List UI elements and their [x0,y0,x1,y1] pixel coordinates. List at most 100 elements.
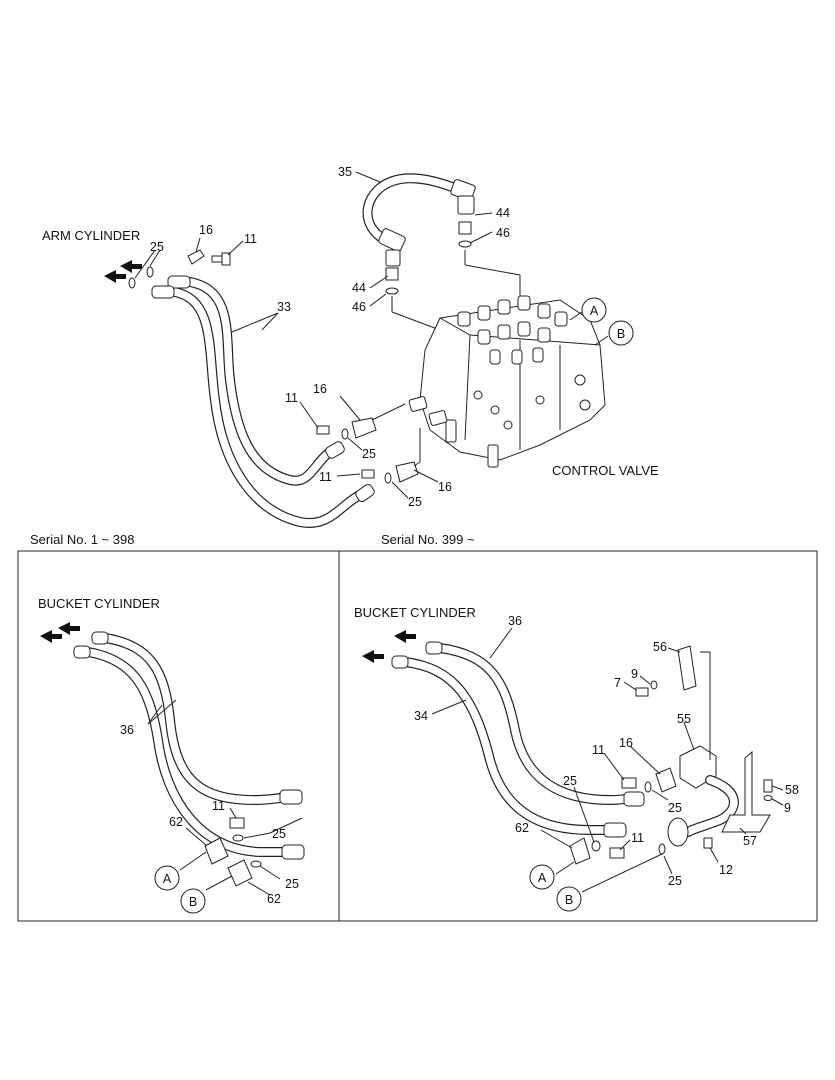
callout-25-right-c: 25 [668,874,682,888]
port-b-left [180,888,206,914]
callout-11-left: 11 [212,799,225,813]
callout-7: 7 [614,676,621,690]
callout-44-right: 44 [496,206,510,220]
callout-55: 55 [677,712,691,726]
serial-left-title: Serial No. 1 ~ 398 [30,532,134,547]
bolt-11-right-a [621,777,637,789]
callout-58: 58 [785,783,799,797]
port-b-right [556,886,582,912]
hose-36-left-pair [73,631,305,860]
bolt-11-b [316,425,330,435]
flange-62-left-a [204,837,229,865]
callout-62-left-a: 62 [169,815,183,829]
clamp-16-c [395,461,419,483]
callout-57: 57 [743,834,757,848]
fitting-44-left [385,267,399,281]
bolt-11-right-b [609,847,625,859]
port-a-top-label: A [590,304,599,318]
clamp-16-a [187,249,205,265]
callout-11-right-b: 11 [631,831,644,845]
port-b-right-label: B [565,893,573,907]
callout-11-b: 11 [285,391,298,405]
bucket-cylinder-left-title: BUCKET CYLINDER [38,596,160,611]
callout-16-right: 16 [619,736,633,750]
washer-9-a [650,680,658,690]
callout-9-a: 9 [631,667,638,681]
callout-25-left-b: 25 [285,877,299,891]
flow-arrow-left-1 [40,630,62,643]
oring-25-right-a [644,781,652,793]
port-a-left [154,865,180,891]
washer-9-b [763,795,773,801]
callout-56: 56 [653,640,667,654]
flow-arrow-2 [120,260,142,273]
callout-11-a: 11 [244,232,257,246]
oring-25-right-c [658,843,666,855]
oring-25-left-b [250,860,262,868]
fitting-44-right [458,221,472,235]
hose-36-34-right-pair [391,641,645,838]
flow-arrow-right-2 [394,630,416,643]
callout-44-left: 44 [352,281,366,295]
callout-36-right: 36 [508,614,522,628]
callout-16-c: 16 [438,480,452,494]
oring-25-right-b [591,840,601,852]
callout-25-right-a: 25 [563,774,577,788]
oring-46-left [385,287,399,295]
callout-12: 12 [719,863,733,877]
callout-11-right-a: 11 [592,743,605,757]
flange-right [667,817,689,847]
callout-16-a: 16 [199,223,213,237]
bracket-56 [677,645,697,691]
port-a-top [581,297,607,323]
flow-arrow-left-2 [58,622,80,635]
bracket-57 [721,750,771,833]
control-valve-title: CONTROL VALVE [552,463,659,478]
port-b-left-label: B [189,895,197,909]
clamp-16-b [351,417,377,439]
oring-25-c [341,428,349,440]
callout-11-c: 11 [319,470,332,484]
callout-33: 33 [277,300,291,314]
flange-62-right [569,837,591,865]
callout-46-left: 46 [352,300,366,314]
oring-46-right [458,240,472,248]
bolt-12 [703,837,713,849]
port-b-top-label: B [617,327,625,341]
callout-62-left-b: 62 [267,892,281,906]
oring-25-d [384,472,392,484]
callout-36-left: 36 [120,723,134,737]
port-b-top [608,320,634,346]
oring-25-a [128,277,136,289]
bolt-11-left [229,817,245,829]
flow-arrow-1 [104,270,126,283]
bottom-frame [17,550,818,922]
callout-25-right-b: 25 [668,801,682,815]
callout-25-b: 25 [362,447,376,461]
callout-46-right: 46 [496,226,510,240]
callout-62-right: 62 [515,821,529,835]
oring-25-b [146,266,154,278]
callout-25-left-a: 25 [272,827,286,841]
bolt-58 [763,779,773,793]
flow-arrow-right-1 [362,650,384,663]
callout-35: 35 [338,165,352,179]
port-a-right-label: A [538,871,547,885]
callout-25-a: 25 [150,240,164,254]
hose-35 [362,173,476,267]
oring-25-left-a [232,834,244,842]
bolt-11-c [361,469,375,479]
callout-9-b: 9 [784,801,791,815]
hose-33-pair [151,275,375,528]
flange-62-left-b [227,859,253,887]
callout-25-c: 25 [408,495,422,509]
clamp-16-right [655,767,677,793]
bolt-7 [635,687,649,697]
callout-34-right: 34 [414,709,428,723]
bucket-cylinder-right-title: BUCKET CYLINDER [354,605,476,620]
port-a-right [529,864,555,890]
arm-cylinder-title: ARM CYLINDER [42,228,140,243]
callout-16-b: 16 [313,382,327,396]
serial-right-title: Serial No. 399 ~ [381,532,475,547]
